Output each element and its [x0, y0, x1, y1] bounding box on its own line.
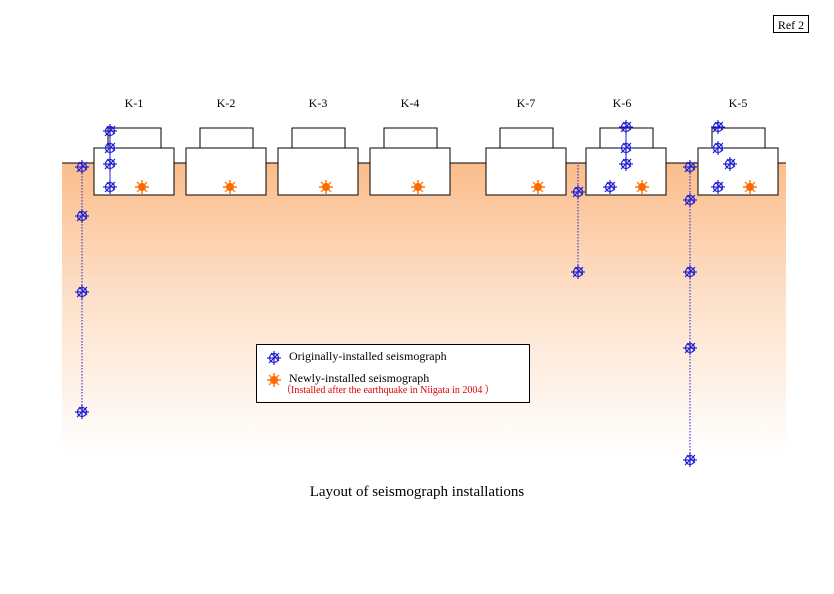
unit-label-k-1: K-1 — [125, 96, 144, 110]
building-k7 — [485, 127, 567, 196]
legend-new-note: （Installed after the earthquake in Niiga… — [281, 385, 495, 396]
ref-badge: Ref 2 — [773, 15, 809, 33]
unit-label-k-7: K-7 — [517, 96, 536, 110]
building-k3 — [277, 127, 359, 196]
unit-label-k-4: K-4 — [401, 96, 420, 110]
legend-new-label: Newly-installed seismograph — [289, 371, 430, 385]
new-seismograph-icon — [222, 179, 238, 195]
building-k4 — [369, 127, 451, 196]
building-k2 — [185, 127, 267, 196]
new-seismograph-icon — [410, 179, 426, 195]
legend: Originally-installed seismograph Newly-i… — [256, 344, 530, 403]
new-seismograph-icon — [742, 179, 758, 195]
new-seismograph-icon — [318, 179, 334, 195]
building-k5 — [697, 127, 779, 196]
ground — [62, 163, 786, 455]
unit-label-k-3: K-3 — [309, 96, 328, 110]
unit-label-k-6: K-6 — [613, 96, 632, 110]
unit-labels: K-1 K-2 K-3 K-4 K-7 K-6 K-5 — [125, 96, 748, 110]
building-k1 — [93, 127, 175, 196]
new-seismograph-icon — [134, 179, 150, 195]
legend-original-label: Originally-installed seismograph — [289, 349, 447, 363]
original-seismograph-icon — [266, 350, 282, 366]
new-seismograph-icon — [634, 179, 650, 195]
unit-label-k-5: K-5 — [729, 96, 748, 110]
new-seismograph-icon — [530, 179, 546, 195]
original-seismograph-icon — [682, 452, 698, 468]
unit-label-k-2: K-2 — [217, 96, 236, 110]
legend-original-row: Originally-installed seismograph — [265, 349, 447, 367]
legend-new-row: Newly-installed seismograph （Installed a… — [265, 371, 495, 397]
diagram-caption: Layout of seismograph installations — [309, 484, 525, 500]
